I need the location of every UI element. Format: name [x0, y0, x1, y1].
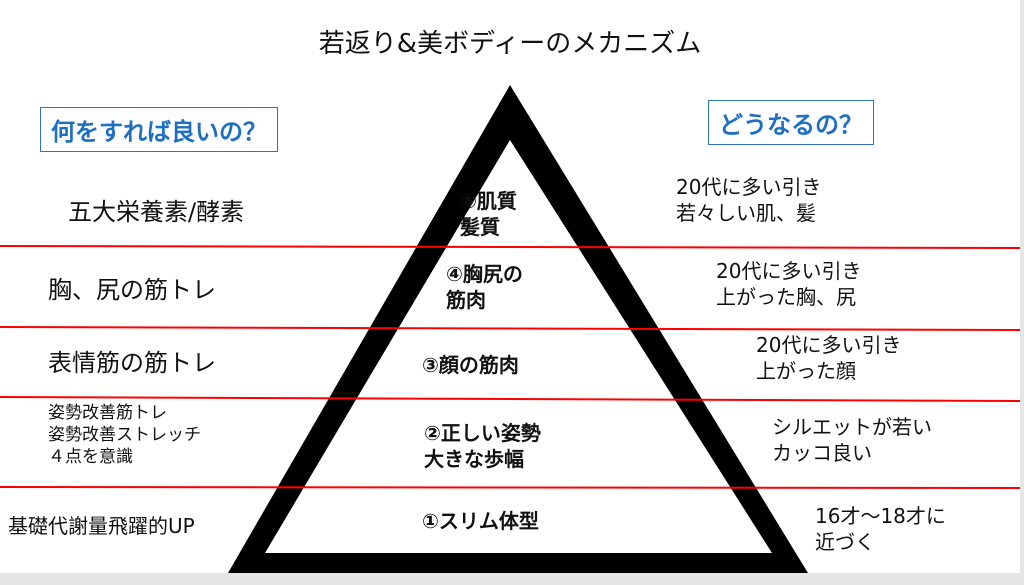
left-text: 表情筋の筋トレ — [48, 349, 216, 377]
page-title: 若返り&美ボディーのメカニズム — [318, 29, 702, 59]
mid-text: ④胸尻の筋肉 — [446, 262, 523, 312]
pyramid-diagram — [0, 85, 1020, 573]
mid-text: ①スリム体型 — [422, 509, 539, 533]
left-header: 何をすれば良いの？ — [40, 107, 278, 152]
divider-line — [0, 326, 1020, 331]
mid-text: ②正しい姿勢大きな歩幅 — [424, 421, 541, 471]
right-text: 16才～18才に近づく — [815, 504, 946, 554]
right-text: 20代に多い引き上がった顔 — [756, 333, 902, 383]
slide: 若返り&美ボディーのメカニズム 何をすれば良いの？ どうなるの？ 五大栄養素/酵… — [0, 0, 1020, 573]
right-text: 20代に多い引き上がった胸、尻 — [716, 259, 862, 309]
divider-line — [0, 396, 1020, 402]
left-text: 五大栄養素/酵素 — [68, 198, 245, 226]
left-text: 基礎代謝量飛躍的UP — [8, 514, 195, 538]
right-header: どうなるの？ — [708, 100, 874, 145]
mid-text: ⑤肌質髪質 — [460, 189, 517, 239]
pyramid-interior — [265, 140, 772, 553]
left-text: 胸、尻の筋トレ — [48, 276, 216, 304]
divider-line — [0, 486, 1020, 489]
mid-text: ③顔の筋肉 — [422, 353, 519, 377]
divider-line — [0, 245, 1020, 249]
right-text: シルエットが若いカッコ良い — [772, 415, 932, 465]
right-text: 20代に多い引き若々しい肌、髪 — [676, 175, 822, 225]
